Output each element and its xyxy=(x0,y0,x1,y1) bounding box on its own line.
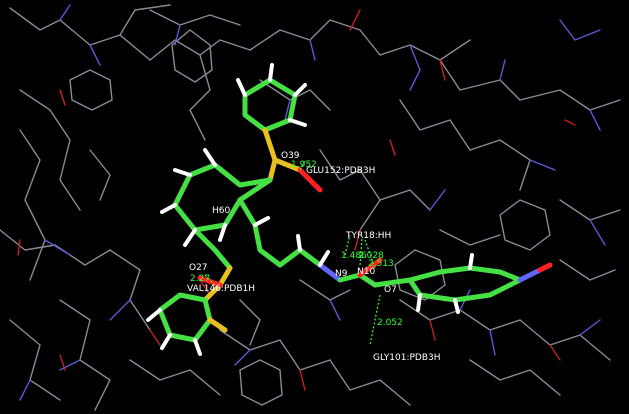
label-glu152: GLU152:PDB3H xyxy=(306,166,375,176)
distance-tyr18-c: 2.513 xyxy=(368,259,394,269)
protein-wireframe xyxy=(0,4,621,411)
hydrogen-bonds xyxy=(204,159,381,346)
label-h60: H60 xyxy=(212,206,230,216)
distance-tyr18-b: 2.028 xyxy=(358,251,384,261)
label-o7: O7 xyxy=(384,285,397,295)
ligand-hydrogens xyxy=(146,63,474,356)
label-n9: N9 xyxy=(335,269,348,279)
label-val146: VAL146:PDB1H xyxy=(187,284,255,294)
distance-val146: 2.27 xyxy=(190,274,210,284)
label-tyr18: TYR18:HH xyxy=(345,231,391,241)
label-gly101: GLY101:PDB3H xyxy=(373,353,441,363)
distance-gly101: 2.052 xyxy=(377,318,403,328)
label-o27: O27 xyxy=(189,263,208,273)
atom-labels: O39 GLU152:PDB3H H60 TYR18:HH N9 N10 O7 … xyxy=(187,151,441,363)
label-o39: O39 xyxy=(281,151,300,161)
label-n10: N10 xyxy=(357,267,375,277)
distance-tyr18-a: 1.486 xyxy=(341,251,367,261)
distance-labels: 1.952 1.486 2.028 2.513 2.27 2.052 xyxy=(190,160,403,328)
distance-glu152: 1.952 xyxy=(291,160,317,170)
